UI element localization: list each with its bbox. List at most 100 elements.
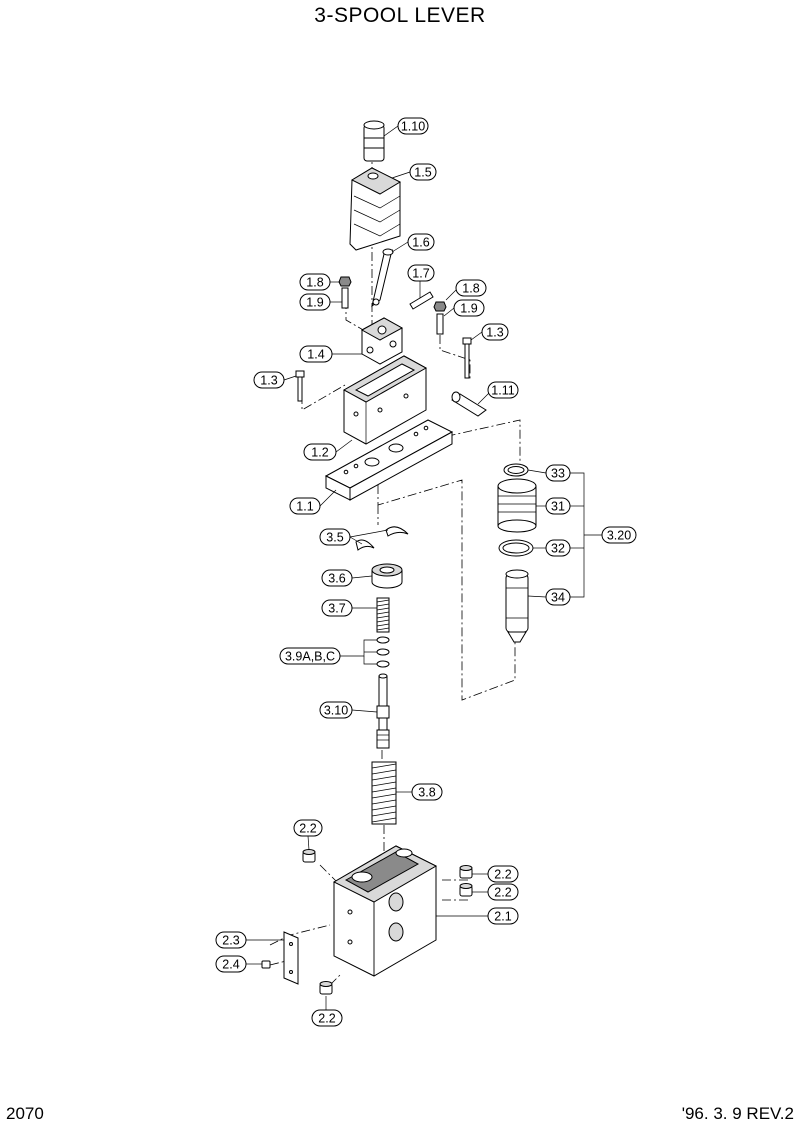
base-plate-part-1-1 bbox=[324, 419, 454, 501]
callout-2-2-right-upper: 2.2 bbox=[487, 865, 519, 883]
callout-3-10-label: 3.10 bbox=[324, 704, 348, 718]
plug-part-2-2-top bbox=[302, 849, 316, 863]
callout-1-3-right: 1.3 bbox=[481, 323, 509, 341]
callout-2-2-bottom-label: 2.2 bbox=[318, 1012, 335, 1026]
callout-3-5: 3.5 bbox=[319, 528, 351, 546]
screw-part-2-4 bbox=[261, 960, 271, 969]
callout-1-1: 1.1 bbox=[289, 497, 321, 515]
callout-33: 33 bbox=[545, 464, 571, 482]
callout-1-9-right-label: 1.9 bbox=[460, 302, 477, 316]
knob-part-1-10 bbox=[363, 120, 385, 162]
rubber-boot-part-1-5 bbox=[349, 167, 402, 251]
callout-2-2-right-upper-label: 2.2 bbox=[494, 868, 511, 882]
callout-2-4-label: 2.4 bbox=[222, 958, 239, 972]
callout-2-2-right-lower-label: 2.2 bbox=[494, 886, 511, 900]
nut-part-1-8-right bbox=[433, 301, 447, 312]
callout-1-6-label: 1.6 bbox=[412, 236, 429, 250]
callout-1-3-left-label: 1.3 bbox=[260, 374, 277, 388]
callout-1-10-label: 1.10 bbox=[401, 120, 425, 134]
callout-1-1-label: 1.1 bbox=[296, 500, 313, 514]
o-ring-part-32 bbox=[498, 539, 534, 557]
callout-34: 34 bbox=[545, 588, 571, 606]
revision-date: '96. 3. 9 REV.2 bbox=[681, 1104, 794, 1123]
clip-part-3-5 bbox=[355, 526, 409, 551]
callout-31-label: 31 bbox=[551, 500, 565, 514]
callout-1-8-right: 1.8 bbox=[455, 279, 487, 297]
callout-33-label: 33 bbox=[551, 467, 565, 481]
callout-1-2: 1.2 bbox=[303, 443, 337, 461]
callout-32: 32 bbox=[545, 539, 571, 557]
bolt-part-1-3-right bbox=[462, 337, 472, 379]
callout-1-10: 1.10 bbox=[397, 117, 429, 135]
plug-part-31 bbox=[497, 478, 537, 533]
callout-3-8: 3.8 bbox=[411, 783, 443, 801]
callout-1-8-left-label: 1.8 bbox=[306, 276, 323, 290]
callout-3-10: 3.10 bbox=[319, 701, 353, 719]
callout-34-label: 34 bbox=[551, 591, 565, 605]
callout-1-9-left-label: 1.9 bbox=[306, 296, 323, 310]
callout-1-11-label: 1.11 bbox=[491, 384, 514, 398]
callout-3-20: 3.20 bbox=[601, 526, 637, 544]
callout-1-5: 1.5 bbox=[409, 163, 437, 181]
callout-32-label: 32 bbox=[551, 542, 565, 556]
callout-1-2-label: 1.2 bbox=[311, 446, 328, 460]
outer-spring-part-3-8 bbox=[371, 761, 397, 825]
drawing-title: 3-SPOOL LEVER bbox=[314, 4, 486, 27]
callout-1-4-label: 1.4 bbox=[307, 348, 324, 362]
page-number: 2070 bbox=[6, 1104, 44, 1123]
callout-1-3-right-label: 1.3 bbox=[486, 326, 503, 340]
pin-part-1-7 bbox=[409, 291, 434, 310]
screw-part-1-9-right bbox=[436, 313, 444, 335]
callout-1-3-left: 1.3 bbox=[253, 371, 285, 389]
callout-31: 31 bbox=[545, 497, 571, 515]
callout-2-1-label: 2.1 bbox=[494, 910, 511, 924]
pin-part-1-11 bbox=[451, 391, 487, 417]
callout-3-7: 3.7 bbox=[321, 599, 353, 617]
callout-1-8-left: 1.8 bbox=[299, 273, 331, 291]
callout-3-20-label: 3.20 bbox=[607, 529, 631, 543]
lever-part-1-6 bbox=[371, 248, 394, 308]
callout-3-5-label: 3.5 bbox=[326, 531, 343, 545]
callout-1-8-right-label: 1.8 bbox=[462, 282, 479, 296]
callout-3-9abc-label: 3.9A,B,C bbox=[285, 650, 335, 664]
callout-2-4: 2.4 bbox=[215, 955, 247, 973]
callout-2-2-bottom: 2.2 bbox=[311, 1009, 343, 1027]
callout-1-7-label: 1.7 bbox=[412, 267, 429, 281]
nut-part-1-8-left bbox=[338, 276, 352, 287]
callout-1-5-label: 1.5 bbox=[414, 166, 431, 180]
callout-2-2-right-lower: 2.2 bbox=[487, 883, 519, 901]
callout-1-4: 1.4 bbox=[299, 345, 333, 363]
callout-3-6-label: 3.6 bbox=[328, 572, 345, 586]
callout-3-6: 3.6 bbox=[321, 569, 353, 587]
bolt-part-1-3-left bbox=[295, 370, 305, 402]
callout-1-6: 1.6 bbox=[407, 233, 435, 251]
callout-3-8-label: 3.8 bbox=[418, 786, 435, 800]
spring-seat-part-3-6 bbox=[371, 563, 403, 589]
washers-part-3-9 bbox=[376, 636, 390, 668]
plug-part-2-2-bottom bbox=[319, 981, 333, 995]
callout-2-3-label: 2.3 bbox=[222, 934, 239, 948]
callout-1-9-left: 1.9 bbox=[299, 293, 331, 311]
inner-spring-part-3-7 bbox=[376, 597, 390, 633]
callout-3-9abc: 3.9A,B,C bbox=[279, 647, 341, 665]
callout-2-1: 2.1 bbox=[487, 907, 519, 925]
valve-body-part-2-1 bbox=[332, 845, 438, 977]
spool-part-3-10 bbox=[376, 673, 390, 749]
seal-part-33 bbox=[503, 463, 529, 477]
plug-part-2-2-right-lower bbox=[459, 883, 473, 897]
plug-part-2-2-right-upper bbox=[459, 865, 473, 879]
plunger-part-34 bbox=[505, 569, 529, 643]
bracket-part-1-4 bbox=[360, 317, 404, 365]
callout-1-11: 1.11 bbox=[487, 381, 519, 399]
callout-3-7-label: 3.7 bbox=[328, 602, 345, 616]
callout-1-9-right: 1.9 bbox=[453, 299, 485, 317]
cover-plate-part-2-3 bbox=[283, 931, 299, 985]
leader-lines bbox=[246, 125, 602, 1010]
callout-2-3: 2.3 bbox=[215, 931, 247, 949]
callout-2-2-top-label: 2.2 bbox=[299, 822, 316, 836]
callout-2-2-top: 2.2 bbox=[293, 819, 323, 837]
callout-1-7: 1.7 bbox=[407, 264, 435, 282]
housing-part-1-2 bbox=[342, 355, 428, 445]
screw-part-1-9-left bbox=[341, 287, 349, 309]
